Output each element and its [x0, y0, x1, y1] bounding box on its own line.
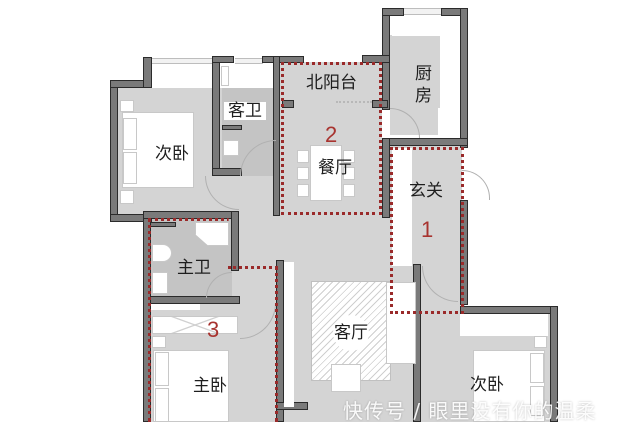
zone-number-2: 2	[325, 122, 338, 147]
dining-chair	[343, 184, 355, 197]
room-label-second-bedroom-se: 次卧	[470, 375, 504, 395]
wall	[460, 200, 468, 305]
kitchen-counter-corner	[438, 108, 460, 138]
guest-bath-tub	[221, 66, 229, 86]
window-guest-bathroom	[235, 58, 263, 64]
wall	[110, 80, 118, 222]
wall	[460, 306, 558, 314]
room-label-second-bedroom-nw: 次卧	[155, 144, 189, 164]
armchair	[331, 364, 361, 392]
wall	[273, 56, 280, 216]
dining-chair	[297, 184, 309, 197]
guest-bath-sink	[223, 140, 239, 156]
room-label-dining-room: 餐厅	[318, 158, 352, 178]
zone-2-outline	[281, 62, 382, 215]
pillow	[123, 152, 137, 184]
dining-chair	[297, 150, 309, 163]
toilet	[152, 244, 172, 262]
room-label-master-bedroom: 主卧	[193, 376, 227, 396]
nightstand	[534, 336, 547, 348]
dining-chair	[343, 150, 355, 163]
zone-number-1: 1	[421, 217, 434, 242]
room-label-guest-bathroom: 客卫	[228, 101, 262, 121]
pillow	[123, 118, 137, 150]
wall	[212, 56, 220, 176]
window-kitchen	[402, 8, 442, 15]
door-swing-entry	[462, 170, 490, 200]
wall	[382, 138, 390, 218]
window-nw-bedroom	[150, 58, 212, 64]
living-tv-cabinet	[284, 262, 294, 407]
room-label-north-balcony: 北阳台	[306, 73, 357, 93]
dining-chair	[297, 167, 309, 180]
pillow	[530, 353, 544, 383]
zone-1-outline	[390, 147, 464, 314]
zone-3-step	[228, 266, 278, 269]
wall	[231, 211, 239, 271]
wall	[143, 57, 152, 88]
pillow	[155, 352, 169, 386]
room-label-kitchen: 厨	[415, 64, 432, 84]
living-room-label-bg	[333, 315, 369, 351]
nightstand	[120, 100, 134, 112]
pillow	[530, 386, 544, 416]
wall	[212, 168, 242, 176]
wardrobe	[152, 316, 238, 334]
room-label-master-bathroom: 主卫	[177, 258, 211, 278]
nightstand	[152, 336, 166, 348]
master-bath-sink	[152, 272, 168, 294]
wall	[143, 211, 239, 219]
dining-chair	[343, 167, 355, 180]
wall	[382, 8, 404, 16]
nightstand	[120, 190, 134, 204]
wall	[382, 138, 468, 146]
zone-3-outline	[148, 218, 278, 422]
wall	[222, 125, 242, 130]
zone-number-3: 3	[207, 317, 220, 342]
guest-bath-label-bg	[224, 102, 266, 120]
room-label-living-room: 客厅	[334, 323, 368, 343]
wall	[460, 8, 468, 148]
balcony-drying-rack	[336, 101, 372, 103]
dining-table	[310, 145, 342, 201]
room-label-kitchen-2: 房	[415, 86, 432, 106]
kitchen-counter-top	[392, 18, 452, 36]
wall	[212, 56, 234, 63]
watermark-text: 快传号 / 眼里没有你的温柔	[343, 399, 597, 423]
foyer-cabinet	[392, 148, 412, 266]
room-label-foyer: 玄关	[409, 181, 443, 201]
se-bedroom-wardrobe	[460, 314, 548, 336]
